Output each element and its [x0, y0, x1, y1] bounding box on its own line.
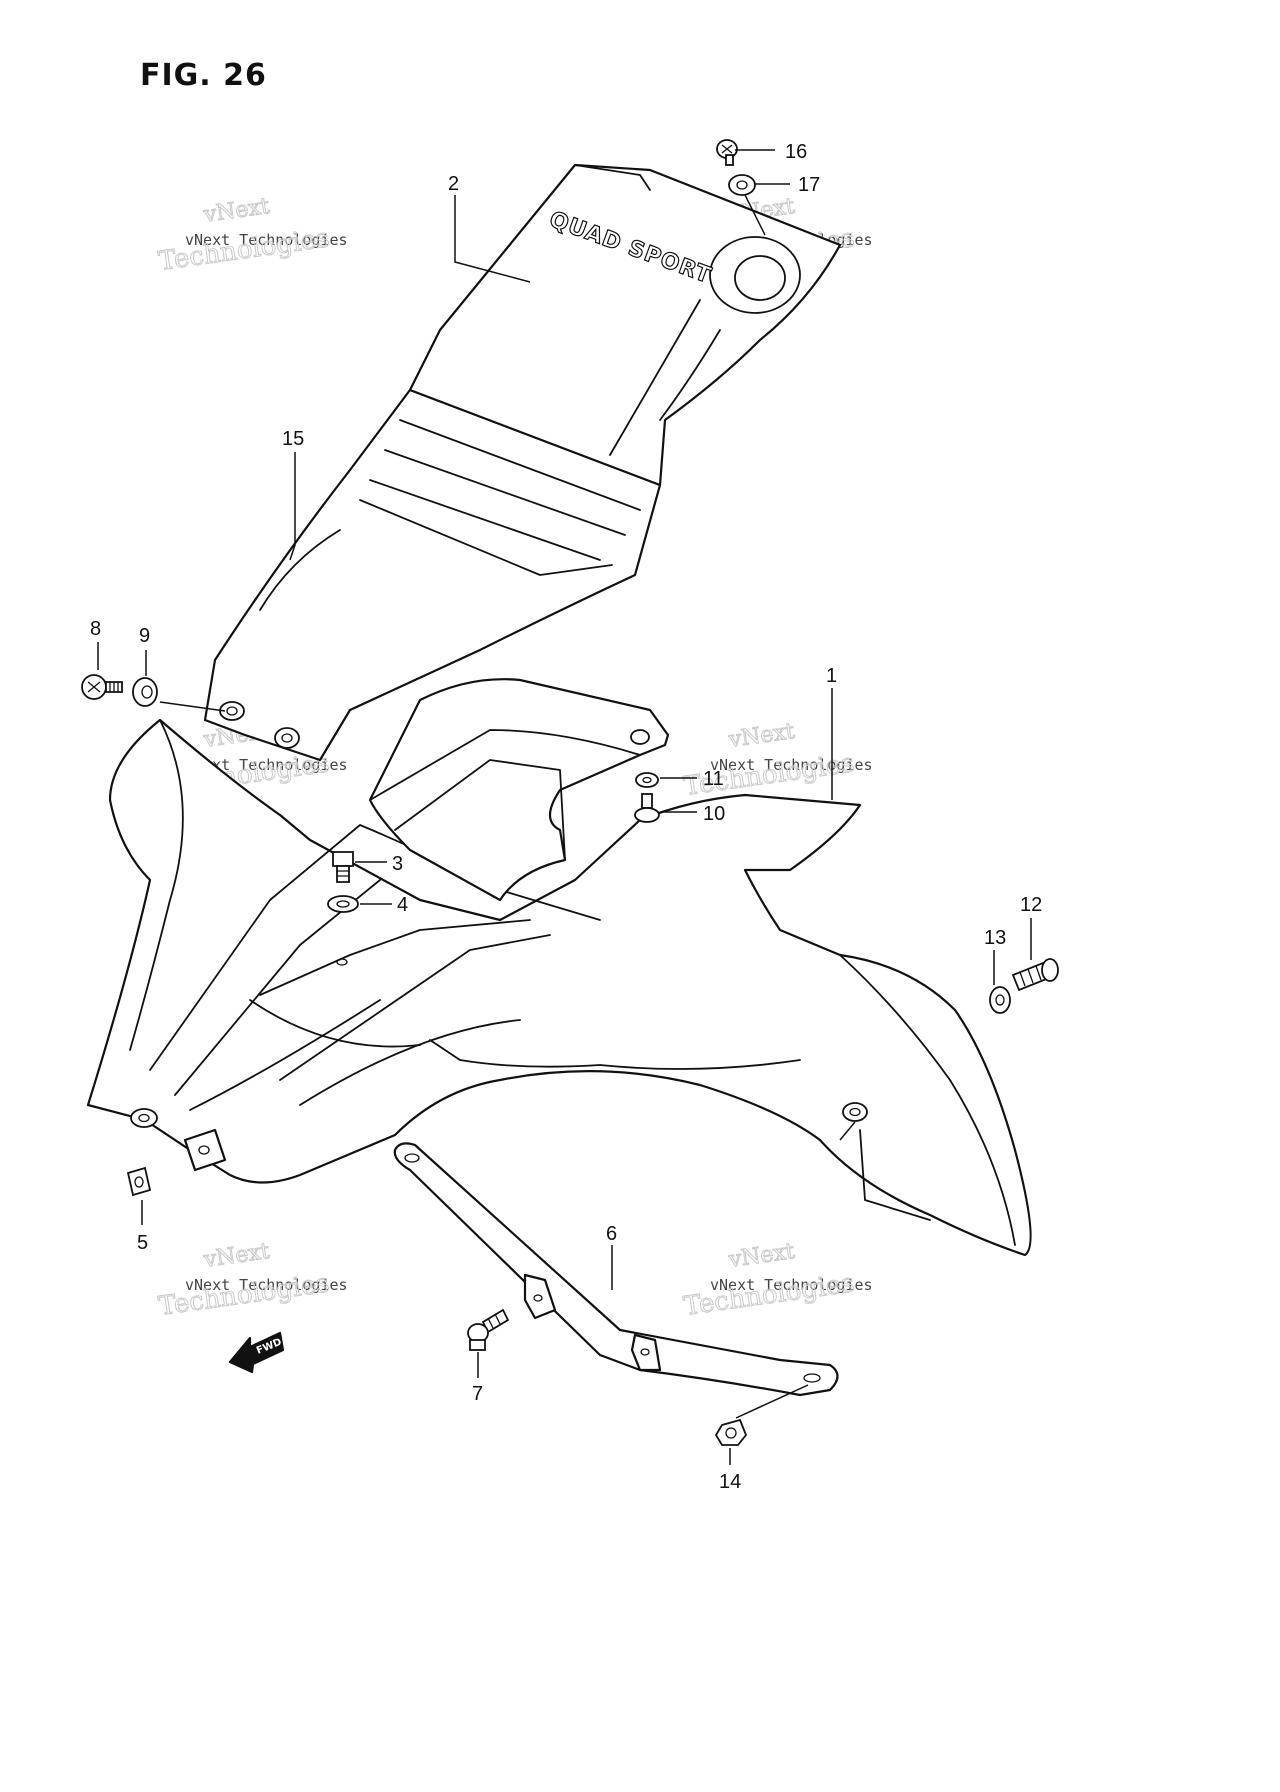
watermark-bottom-right: vNext vNext Technologies Technologies [681, 1238, 873, 1322]
part-2-tank-cover: QUAD SPORT [408, 163, 842, 487]
callout-1: 1 [826, 665, 837, 687]
figure-title: FIG. 26 [140, 58, 267, 93]
callout-13: 13 [984, 927, 1006, 949]
part-7-bolt [467, 1308, 510, 1351]
watermark-word: vNext [726, 1239, 796, 1273]
part-16-screw [716, 139, 738, 166]
watermark-text: vNext Technologies [185, 756, 348, 774]
callout-11: 11 [703, 768, 724, 790]
part-13-washer [989, 986, 1011, 1014]
callout-15: 15 [282, 428, 304, 450]
part-17-washer [728, 174, 756, 196]
callout-9: 9 [139, 625, 150, 647]
callout-6: 6 [606, 1223, 617, 1245]
mount-hole [274, 727, 300, 749]
part-1-front-fender [86, 678, 1032, 1257]
mount-ear [842, 1102, 868, 1122]
callout-14: 14 [719, 1471, 741, 1493]
callout-8: 8 [90, 618, 101, 640]
callout-labels: 16 17 2 15 8 9 1 11 10 3 4 12 13 5 6 7 1… [90, 141, 1042, 1493]
part-4-washer [327, 895, 359, 913]
watermark-bottom-left: vNext vNext Technologies Technologies [156, 1238, 348, 1322]
part-3-bolt [332, 851, 354, 883]
callout-10: 10 [703, 803, 725, 825]
part-6-bracket [393, 1142, 839, 1397]
part-14-nut [714, 1418, 748, 1446]
part-11-washer [635, 772, 659, 788]
watermark-word: vNext [201, 194, 271, 228]
part-12-bolt [1011, 958, 1059, 992]
callout-4: 4 [397, 894, 408, 916]
watermark-top-left: vNext vNext Technologies Technologies [156, 193, 348, 277]
part-5-clip [126, 1166, 152, 1197]
part-10-bolt [634, 793, 660, 823]
callout-7: 7 [472, 1383, 483, 1405]
callout-3: 3 [392, 853, 403, 875]
watermark-text: vNext Technologies [185, 1276, 348, 1294]
callout-16: 16 [785, 141, 807, 163]
callout-2: 2 [448, 173, 459, 195]
mount-ear [130, 1108, 158, 1128]
fwd-direction-badge: FWD [228, 1331, 285, 1374]
watermark-text: vNext Technologies [710, 1276, 873, 1294]
watermark-word: vNext [201, 1239, 271, 1273]
part-15-cover [203, 388, 662, 762]
part-8-screw [81, 674, 123, 700]
callout-17: 17 [798, 174, 820, 196]
watermark-text: vNext Technologies [185, 231, 348, 249]
fuel-cap [734, 255, 786, 301]
callout-5: 5 [137, 1232, 148, 1254]
part-9-washer [132, 677, 158, 707]
callout-12: 12 [1020, 894, 1042, 916]
leader-lines [97, 149, 1032, 1465]
watermark-word: vNext [726, 719, 796, 753]
